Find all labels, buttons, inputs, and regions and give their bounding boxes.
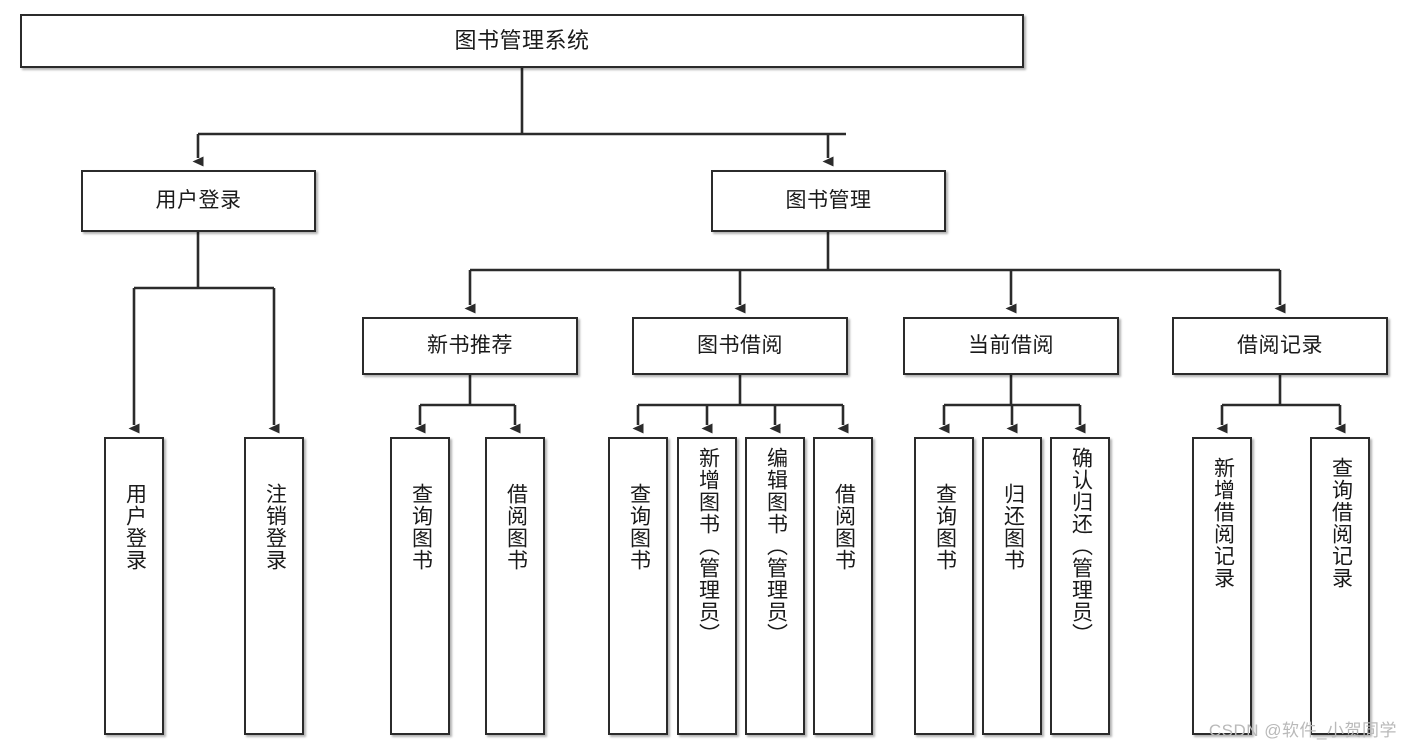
node-label: 图书管理系统 (454, 27, 590, 53)
leaf-new-book-query-book[interactable]: 查询图书 (390, 437, 450, 735)
leaf-new-book-borrow-book[interactable]: 借阅图书 (485, 437, 545, 735)
node-borrowing-record[interactable]: 借阅记录 (1172, 317, 1388, 375)
leaf-book-borrow-query-book[interactable]: 查询图书 (608, 437, 668, 735)
node-user-login[interactable]: 用户登录 (81, 170, 316, 232)
node-label: 借阅记录 (1237, 334, 1323, 358)
node-new-book-recommendation[interactable]: 新书推荐 (362, 317, 578, 375)
node-book-borrowing[interactable]: 图书借阅 (632, 317, 848, 375)
node-label: 借阅图书 (504, 483, 528, 571)
leaf-book-borrow-add-book-admin[interactable]: 新增图书（管理员） (677, 437, 737, 735)
leaf-book-borrow-borrow-book[interactable]: 借阅图书 (813, 437, 873, 735)
leaf-borrow-record-query-record[interactable]: 查询借阅记录 (1310, 437, 1370, 735)
node-label: 归还图书 (1001, 483, 1025, 571)
leaf-user-login-login[interactable]: 用户登录 (104, 437, 164, 735)
node-label: 用户登录 (123, 483, 147, 571)
node-label: 确认归还（管理员） (1069, 447, 1093, 645)
csdn-watermark: CSDN @软件_小贺同学 (1208, 721, 1397, 740)
leaf-current-borrow-return-book[interactable]: 归还图书 (982, 437, 1042, 735)
node-label: 用户登录 (155, 189, 242, 213)
node-label: 注销登录 (263, 483, 287, 571)
node-root-library-management-system[interactable]: 图书管理系统 (20, 14, 1024, 68)
leaf-user-login-logout[interactable]: 注销登录 (244, 437, 304, 735)
node-label: 查询借阅记录 (1329, 457, 1353, 589)
leaf-borrow-record-add-record[interactable]: 新增借阅记录 (1192, 437, 1252, 735)
node-label: 查询图书 (627, 483, 651, 571)
node-label: 新增借阅记录 (1211, 457, 1235, 589)
leaf-book-borrow-edit-book-admin[interactable]: 编辑图书（管理员） (745, 437, 805, 735)
node-label: 编辑图书（管理员） (764, 447, 788, 645)
node-label: 查询图书 (933, 483, 957, 571)
node-label: 新书推荐 (427, 334, 513, 358)
node-label: 当前借阅 (968, 334, 1054, 358)
node-label: 新增图书（管理员） (696, 447, 720, 645)
node-current-borrowing[interactable]: 当前借阅 (903, 317, 1119, 375)
leaf-current-borrow-query-book[interactable]: 查询图书 (914, 437, 974, 735)
node-label: 图书借阅 (697, 334, 783, 358)
node-label: 借阅图书 (832, 483, 856, 571)
node-label: 图书管理 (785, 189, 872, 213)
node-book-management[interactable]: 图书管理 (711, 170, 946, 232)
leaf-current-borrow-confirm-return-admin[interactable]: 确认归还（管理员） (1050, 437, 1110, 735)
node-label: 查询图书 (409, 483, 433, 571)
